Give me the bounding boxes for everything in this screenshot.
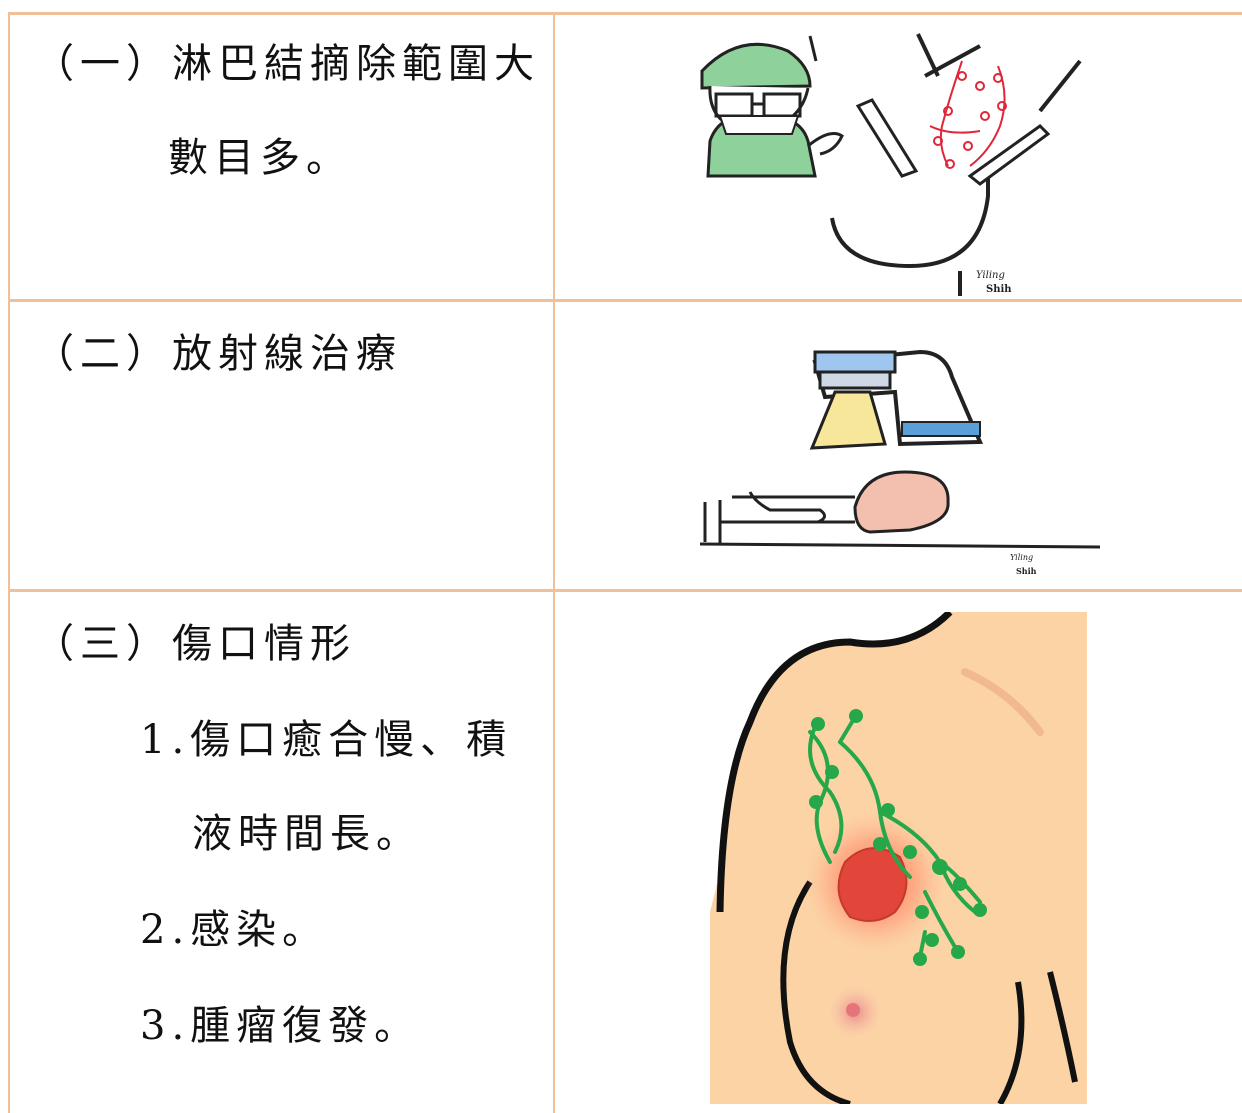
breast-outline-right [997, 981, 1025, 1104]
surgery-illustration: Yiling Shih [700, 33, 1082, 296]
row1-heading: （一）淋巴結摘除範圍大 [34, 41, 540, 87]
patient-figure [699, 470, 1101, 549]
table-divider-1 [8, 299, 1242, 302]
surgeon-figure [700, 42, 844, 178]
retractor-icon [855, 98, 919, 178]
row1-continuation: 數目多。 [168, 135, 352, 181]
content-table: （一）淋巴結摘除範圍大 數目多。 （二）放射線治療 （三）傷口情形 1.傷口癒合… [8, 12, 1242, 1113]
table-border-left [8, 12, 10, 1113]
lymph-nodes-green [809, 709, 987, 966]
row3-item3: 3.腫瘤復發。 [140, 1003, 421, 1049]
table-divider-2 [8, 589, 1242, 592]
surgery-signature-line1: Yiling [976, 270, 1005, 281]
row3-item1-line2: 液時間長。 [192, 811, 422, 857]
row3-item1-line1: 1.傷口癒合慢、積 [140, 717, 513, 763]
row3-item2: 2.感染。 [140, 907, 329, 953]
scalpel-icon [967, 59, 1082, 186]
background-cutout [710, 612, 950, 912]
collarbone-line [961, 668, 1044, 736]
radiation-signature-line1: Yiling [1010, 553, 1033, 562]
row3-heading: （三）傷口情形 [34, 621, 356, 667]
radiation-signature-line2: Shih [1016, 566, 1037, 576]
table-border-top [8, 12, 1242, 15]
shoulder-outline [716, 612, 953, 913]
breast-outline-left [780, 880, 851, 1104]
radiation-machine [812, 349, 984, 447]
radiation-illustration: Yiling Shih [699, 349, 1101, 576]
surgery-signature-line2: Shih [986, 284, 1012, 295]
wound-illustration [710, 612, 1087, 1104]
nipple [846, 1003, 860, 1017]
breast-outline [808, 33, 990, 296]
torso-outline [1047, 971, 1078, 1083]
row2-heading: （二）放射線治療 [34, 331, 402, 377]
lymph-nodes-red [929, 60, 1007, 169]
radiation-beam [809, 390, 887, 450]
table-column-divider [553, 12, 555, 1113]
